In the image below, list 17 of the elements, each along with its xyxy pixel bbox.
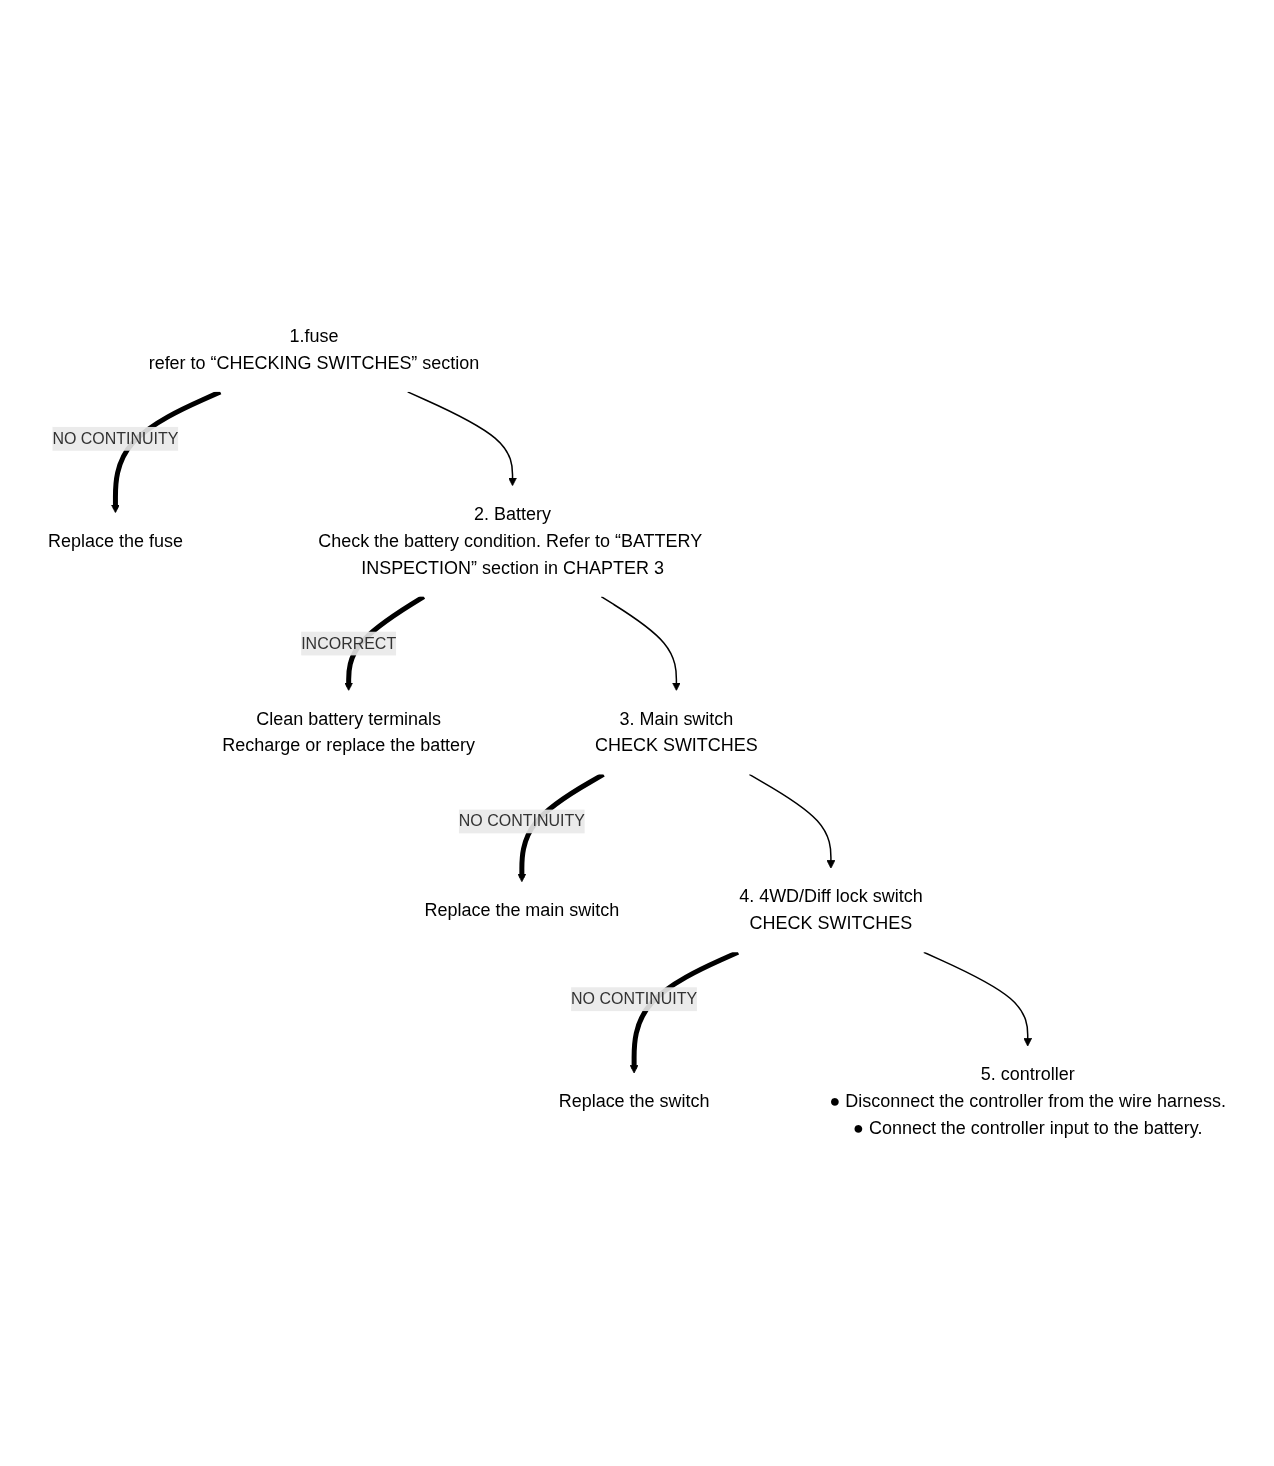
- node-text: 1.fuse refer to “CHECKING SWITCHES” section: [148, 326, 480, 374]
- node-text: Replace the main switch: [424, 900, 620, 921]
- node-text: Replace the fuse: [47, 531, 183, 552]
- edge-label: INCORRECT: [301, 635, 397, 653]
- arrow: [406, 391, 517, 487]
- edge-label: NO CONTINUITY: [52, 430, 179, 448]
- edge-label: NO CONTINUITY: [571, 990, 698, 1008]
- node-text: Clean battery terminals Recharge or replace the battery: [222, 709, 476, 756]
- node-text: 5. controller ● Disconnect the controller from the wire harness. ● Connect the controller input to the battery.: [829, 1064, 1227, 1139]
- node-text: 2. Battery Check the battery condition. Refer to “BATTERY INSPECTION” section in CHAPTER 3: [318, 504, 702, 579]
- node-text: Replace the switch: [558, 1091, 710, 1112]
- node-text: 3. Main switch CHECK SWITCHES: [594, 709, 758, 756]
- node-text: 4. 4WD/Diff lock switch CHECK SWITCHES: [739, 886, 923, 934]
- arrow: [923, 952, 1033, 1048]
- arrow: [748, 774, 836, 870]
- arrow: [600, 596, 681, 692]
- edge-label: NO CONTINUITY: [458, 812, 585, 830]
